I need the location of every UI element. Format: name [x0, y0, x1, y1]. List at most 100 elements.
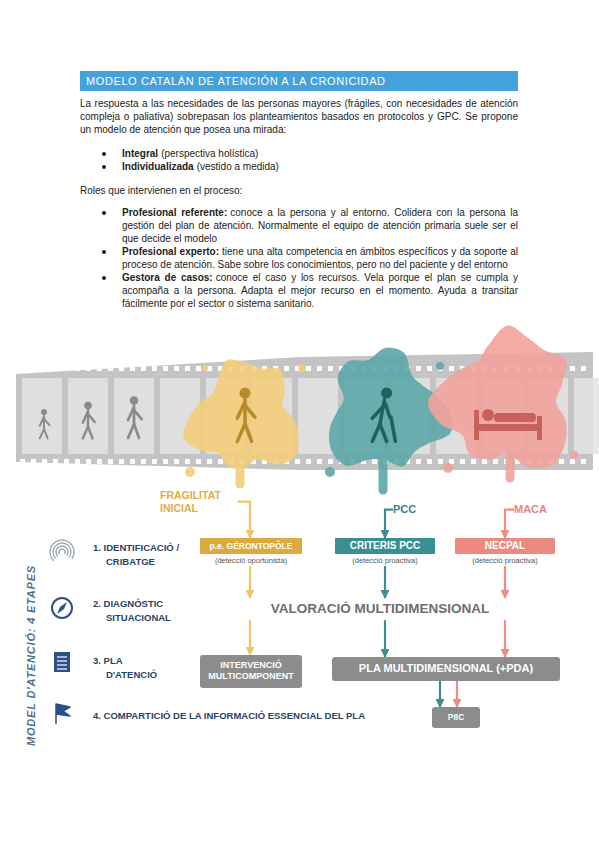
- film-frame: [114, 378, 154, 454]
- film-hole: [196, 366, 201, 371]
- film-hole: [449, 366, 454, 371]
- film-hole: [570, 459, 575, 464]
- film-frame: [68, 378, 108, 454]
- splash-dot: [570, 451, 578, 459]
- paint-splash: [183, 359, 306, 484]
- body-text: (perspectiva holística): [161, 148, 258, 159]
- bullet-item: Profesional experto:tiene una alta compe…: [80, 245, 518, 271]
- film-hole: [185, 366, 190, 371]
- film-hole: [328, 459, 333, 464]
- splash-drip: [506, 430, 515, 478]
- film-hole: [42, 459, 47, 464]
- film-hole: [317, 459, 322, 464]
- flow-arrow: [249, 566, 251, 598]
- flow-arrow: [384, 566, 386, 598]
- film-hole: [581, 459, 586, 464]
- film-hole: [64, 366, 69, 371]
- bullet-item: Integral(perspectiva holística): [80, 147, 518, 160]
- film-hole: [75, 459, 80, 464]
- share-box: PIIC: [432, 707, 480, 728]
- splash-dot: [436, 362, 444, 370]
- film-hole: [163, 459, 168, 464]
- splash-dot: [443, 463, 453, 473]
- bullet-dot: [102, 152, 106, 156]
- film-hole: [141, 366, 146, 371]
- film-hole: [438, 459, 443, 464]
- film-hole: [64, 459, 69, 464]
- person-figure: [237, 388, 255, 442]
- film-hole: [31, 459, 36, 464]
- film-hole: [20, 366, 25, 371]
- film-hole: [416, 366, 421, 371]
- film-hole: [185, 459, 190, 464]
- document-icon: [54, 652, 70, 672]
- film-hole: [53, 459, 58, 464]
- splash-dot: [185, 467, 195, 477]
- film-hole: [317, 366, 322, 371]
- bullet-dot: [102, 276, 106, 280]
- node-label: PCC: [393, 503, 423, 516]
- splash-dot: [325, 467, 335, 477]
- node-label: MACA: [514, 503, 554, 516]
- film-hole: [207, 459, 212, 464]
- bullet-item: Gestora de casos:conoce el caso y los re…: [80, 271, 518, 310]
- node-label: PLA MULTIDIMENSIONAL (+PDA): [336, 662, 556, 676]
- bullet-term: Individualizada: [122, 161, 194, 172]
- film-hole: [493, 459, 498, 464]
- detection-note: (detecció oportunista): [200, 556, 302, 566]
- fingerprint-icon: [50, 540, 74, 561]
- paragraph: La respuesta a las necesidades de las pe…: [80, 97, 518, 136]
- flow-arrow: [505, 510, 514, 538]
- body-text: La respuesta a las necesidades de las pe…: [80, 98, 518, 135]
- plan-box: PLA MULTIDIMENSIONAL (+PDA): [332, 657, 560, 681]
- flow-arrow: [504, 620, 506, 657]
- bullet-dot: [102, 165, 106, 169]
- film-hole: [196, 459, 201, 464]
- bed-figure: [474, 409, 542, 440]
- bullet-item: Profesional referente:conoce a la person…: [80, 206, 518, 245]
- step-label: 3. PLA D'ATENCIÓ: [93, 654, 168, 682]
- film-hole: [559, 459, 564, 464]
- film-hole: [416, 459, 421, 464]
- film-hole: [130, 459, 135, 464]
- step-label: 1. IDENTIFICACIÓ / CRIBATGE: [93, 541, 216, 569]
- screening-box: NECPAL(detecció proactiva): [455, 538, 555, 566]
- film-hole: [284, 366, 289, 371]
- step-label: 2. DIAGNÒSTIC SITUACIONAL: [93, 597, 216, 625]
- film-hole: [174, 366, 179, 371]
- node-label: INTERVENCIÓ MULTICOMPONENT: [204, 660, 298, 683]
- body-text: (vestido a medida): [197, 161, 279, 172]
- assessment-heading: VALORACIÓ MULTIDIMENSIONAL: [200, 598, 560, 620]
- bullet-term: Integral: [122, 148, 158, 159]
- flow-arrow: [456, 681, 458, 707]
- film-hole: [86, 459, 91, 464]
- film-hole: [328, 366, 333, 371]
- film-hole: [108, 366, 113, 371]
- film-hole: [53, 366, 58, 371]
- category-label: PCC: [393, 500, 423, 519]
- screening-box: CRITERIS PCC(detecció proactiva): [335, 538, 435, 566]
- flag-icon: [56, 704, 70, 724]
- film-hole: [218, 459, 223, 464]
- film-hole: [471, 459, 476, 464]
- film-hole: [20, 459, 25, 464]
- film-hole: [75, 366, 80, 371]
- film-hole: [306, 459, 311, 464]
- film-hole: [119, 366, 124, 371]
- node-label: CRITERIS PCC: [335, 538, 435, 554]
- category-label: FRAGILITAT INICIAL: [160, 486, 238, 517]
- splash-shape: [428, 326, 567, 469]
- flow-arrow: [384, 620, 386, 657]
- flow-arrow: [238, 502, 250, 538]
- flow-arrow: [439, 681, 441, 707]
- flow-arrow: [504, 566, 506, 598]
- film-hole: [108, 459, 113, 464]
- bullet-term: Profesional referente:: [122, 207, 227, 218]
- film-hole: [130, 366, 135, 371]
- film-hole: [372, 459, 377, 464]
- film-hole: [141, 459, 146, 464]
- person-figure: [83, 402, 95, 439]
- film-hole: [42, 366, 47, 371]
- film-hole: [86, 366, 91, 371]
- film-hole: [449, 459, 454, 464]
